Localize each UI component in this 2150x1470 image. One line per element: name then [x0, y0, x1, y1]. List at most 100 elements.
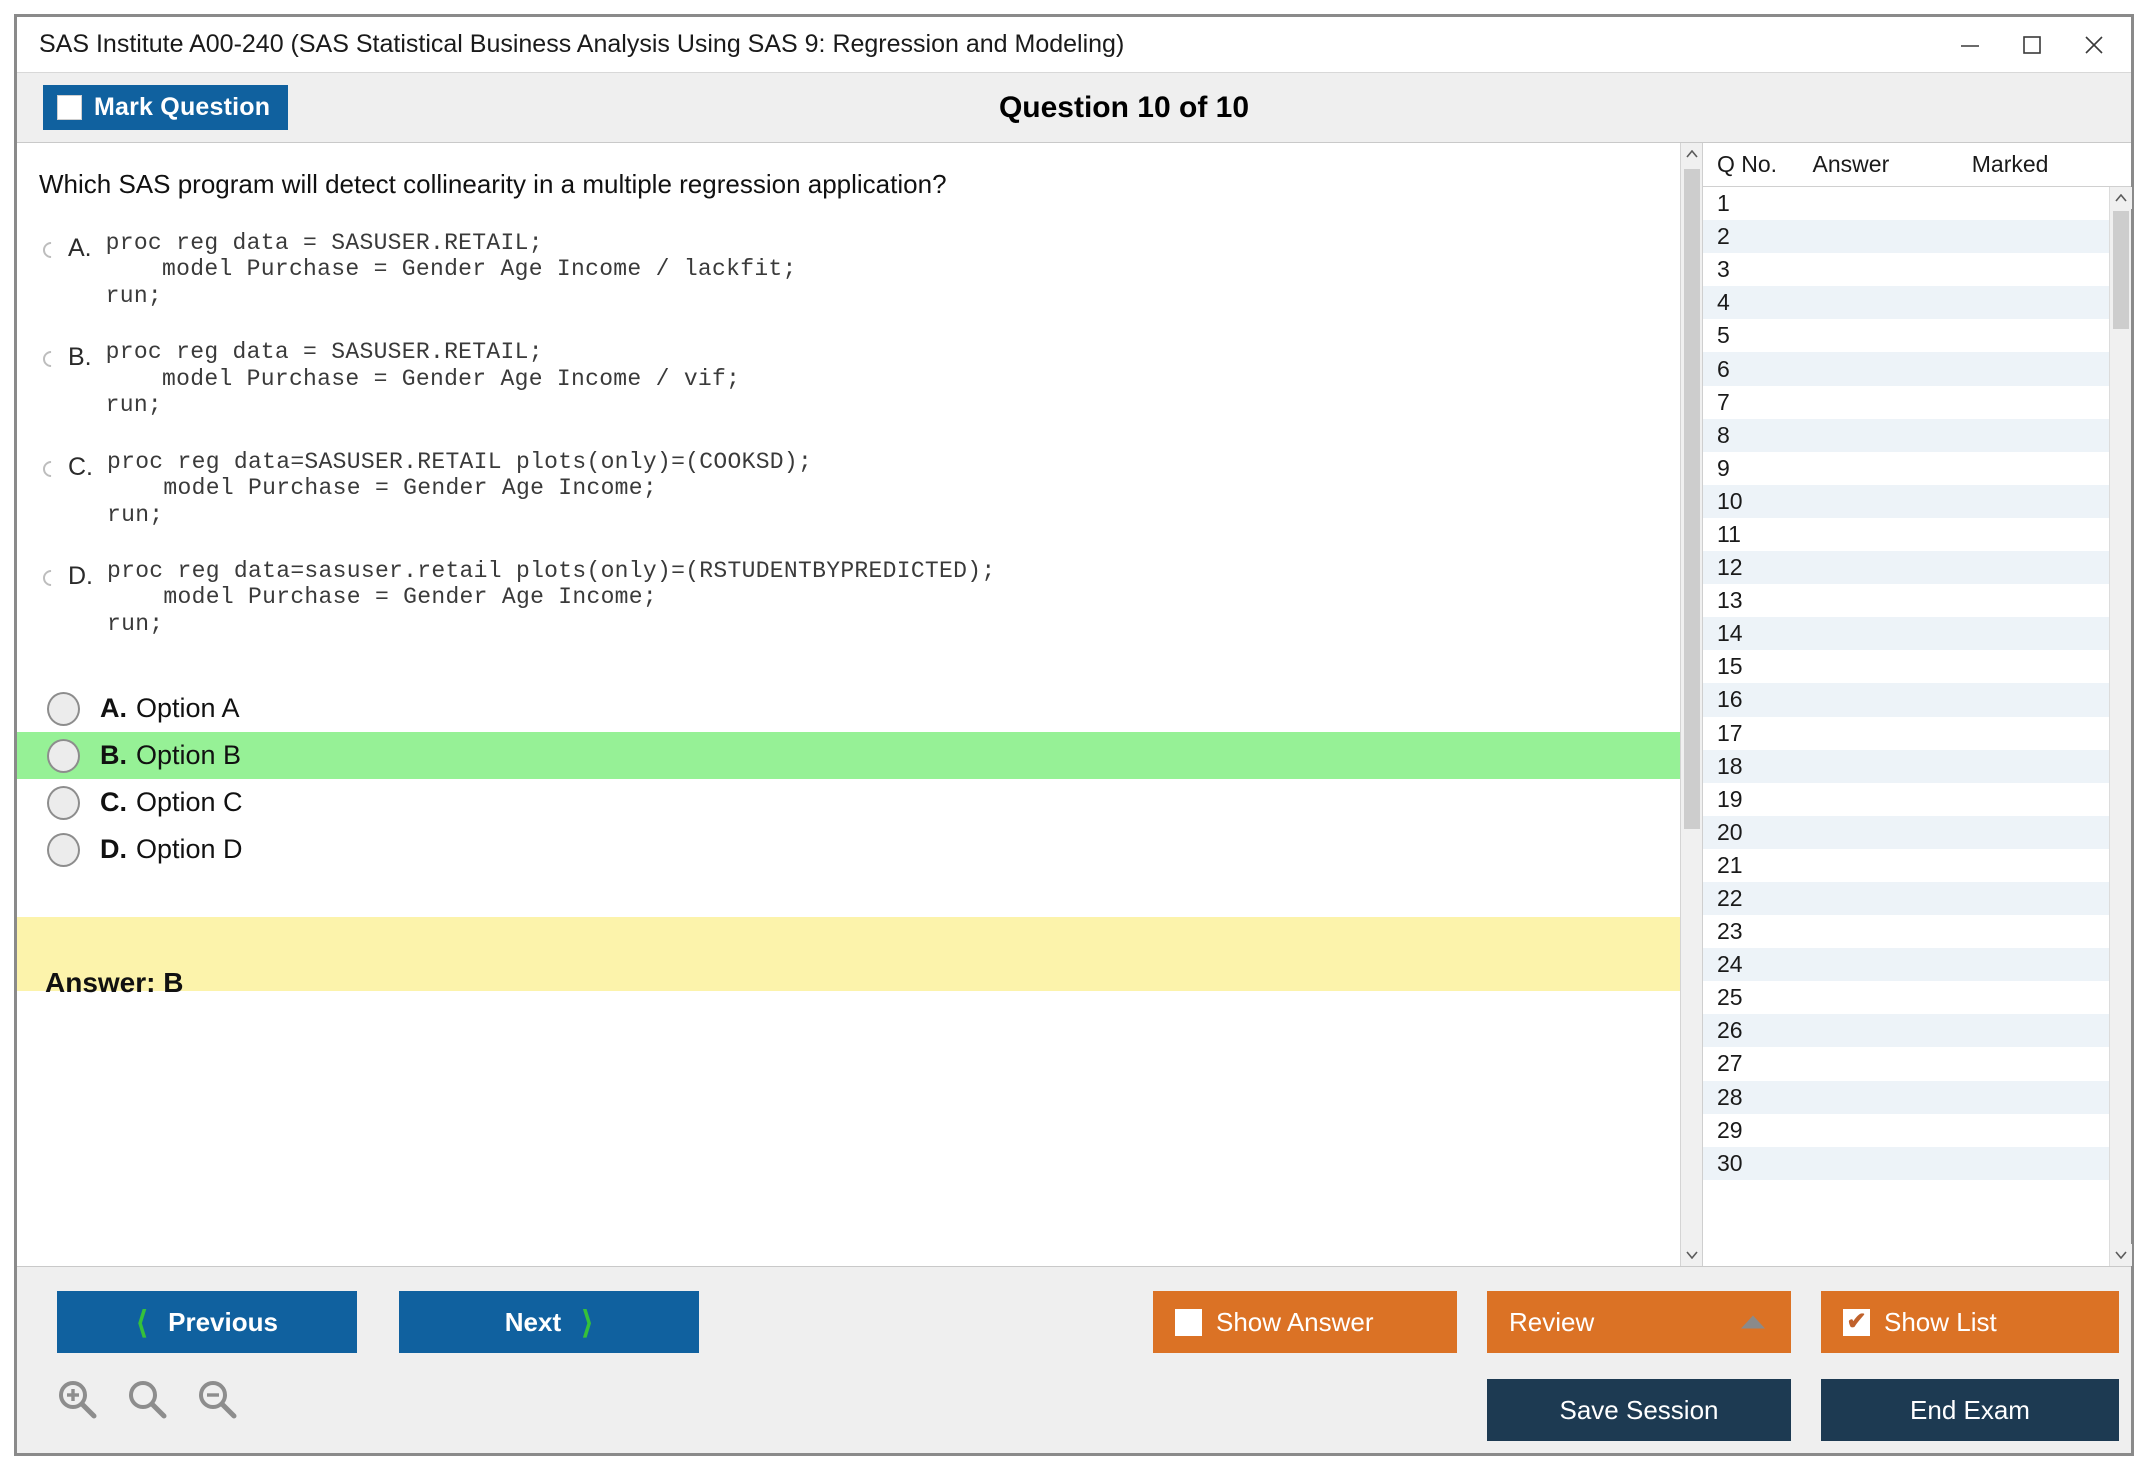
table-row[interactable]: 30 — [1703, 1146, 2109, 1180]
question-content: Which SAS program will detect collineari… — [17, 143, 1680, 1266]
list-scroll-down-icon[interactable] — [2109, 1244, 2132, 1266]
code-option-radio-icon[interactable] — [39, 566, 63, 590]
minimize-icon[interactable] — [1939, 18, 2001, 72]
code-option-radio-icon[interactable] — [39, 238, 63, 262]
maximize-icon[interactable] — [2001, 18, 2063, 72]
cell-qno: 11 — [1717, 520, 1741, 547]
answer-radio-icon[interactable] — [47, 785, 80, 820]
list-scroll-up-icon[interactable] — [2109, 187, 2132, 209]
table-row[interactable]: 2 — [1703, 220, 2109, 254]
cell-qno: 22 — [1717, 885, 1743, 912]
table-row[interactable]: 20 — [1703, 815, 2109, 849]
review-label: Review — [1509, 1306, 1595, 1337]
cell-qno: 17 — [1717, 719, 1743, 746]
table-row[interactable]: 10 — [1703, 484, 2109, 518]
question-scrollbar[interactable] — [1680, 143, 1702, 1266]
code-option-letter: D. — [68, 561, 93, 590]
question-counter: Question 10 of 10 — [998, 90, 1250, 124]
table-row[interactable]: 24 — [1703, 948, 2109, 982]
next-button[interactable]: Next ⟩ — [399, 1291, 699, 1353]
table-row[interactable]: 12 — [1703, 551, 2109, 585]
table-row[interactable]: 23 — [1703, 915, 2109, 949]
answer-radio-icon[interactable] — [47, 738, 80, 773]
cell-qno: 4 — [1717, 289, 1730, 316]
table-row[interactable]: 7 — [1703, 385, 2109, 419]
table-row[interactable]: 5 — [1703, 319, 2109, 353]
question-list-scrollbar[interactable] — [2109, 187, 2132, 1266]
answer-option-b[interactable]: B.Option B — [17, 732, 1680, 780]
answer-option-c[interactable]: C.Option C — [17, 779, 1680, 826]
cell-qno: 3 — [1717, 256, 1730, 283]
table-row[interactable]: 21 — [1703, 848, 2109, 882]
table-row[interactable]: 9 — [1703, 451, 2109, 485]
table-row[interactable]: 11 — [1703, 517, 2109, 552]
table-row[interactable]: 17 — [1703, 716, 2109, 750]
cell-qno: 26 — [1717, 1017, 1743, 1044]
table-row[interactable]: 1 — [1703, 187, 2109, 221]
table-row[interactable]: 22 — [1703, 881, 2109, 916]
code-option-d[interactable]: D. proc reg data=sasuser.retail plots(onl… — [39, 557, 1680, 637]
answer-option-a[interactable]: A. Option A — [17, 685, 1680, 732]
question-list-scrollbar-thumb[interactable] — [2112, 211, 2129, 329]
table-row[interactable]: 8 — [1703, 418, 2109, 452]
previous-button[interactable]: ⟨ Previous — [57, 1291, 357, 1353]
answer-text: Option A — [136, 693, 240, 724]
zoom-tools — [53, 1375, 241, 1423]
zoom-out-icon[interactable] — [193, 1375, 241, 1423]
show-list-checkbox-icon[interactable]: ✔ — [1843, 1308, 1870, 1336]
table-row[interactable]: 29 — [1703, 1113, 2109, 1147]
column-header-marked: Marked — [1971, 151, 2049, 177]
code-option-letter: B. — [68, 343, 92, 372]
scroll-up-icon[interactable] — [1680, 143, 1702, 165]
table-row[interactable]: 27 — [1703, 1047, 2109, 1081]
cell-qno: 24 — [1717, 951, 1743, 978]
cell-qno: 30 — [1717, 1149, 1743, 1176]
code-option-b[interactable]: B.proc reg data = SASUSER.RETAIL; model … — [39, 339, 1680, 418]
window-title: SAS Institute A00-240 (SAS Statistical B… — [39, 30, 1125, 58]
save-session-button[interactable]: Save Session — [1487, 1379, 1791, 1441]
table-row[interactable]: 13 — [1703, 584, 2109, 618]
answer-radio-icon[interactable] — [47, 832, 80, 867]
cell-qno: 1 — [1717, 190, 1730, 217]
cell-qno: 29 — [1717, 1116, 1743, 1143]
table-row[interactable]: 4 — [1703, 286, 2109, 320]
table-row[interactable]: 15 — [1703, 650, 2109, 684]
code-option-text: proc reg data=sasuser.retail plots(only)… — [107, 557, 996, 637]
code-option-a[interactable]: A.proc reg data = SASUSER.RETAIL; model … — [39, 230, 1680, 309]
show-list-button[interactable]: ✔ Show List — [1821, 1291, 2119, 1353]
zoom-reset-icon[interactable] — [123, 1375, 171, 1423]
next-label: Next — [504, 1306, 562, 1337]
exam-body: Which SAS program will detect collineari… — [17, 143, 2132, 1267]
review-dropdown-button[interactable]: Review — [1487, 1291, 1791, 1353]
close-icon[interactable] — [2063, 18, 2125, 72]
zoom-in-icon[interactable] — [53, 1375, 101, 1423]
cell-qno: 23 — [1717, 918, 1743, 945]
cell-qno: 5 — [1717, 322, 1730, 349]
table-row[interactable]: 16 — [1703, 683, 2109, 717]
mark-question-button[interactable]: Mark Question — [43, 85, 289, 130]
show-answer-button[interactable]: Show Answer — [1153, 1291, 1457, 1353]
table-row[interactable]: 26 — [1703, 1014, 2109, 1048]
mark-question-checkbox-icon[interactable] — [57, 95, 82, 120]
table-row[interactable]: 19 — [1703, 782, 2109, 816]
table-row[interactable]: 14 — [1703, 617, 2109, 651]
table-row[interactable]: 28 — [1703, 1080, 2109, 1114]
code-option-radio-icon[interactable] — [39, 457, 63, 480]
footer-toolbar: ⟨ Previous Next ⟩ Show Answer Review ✔ S… — [17, 1267, 2131, 1453]
end-exam-button[interactable]: End Exam — [1821, 1379, 2119, 1441]
show-answer-checkbox-icon[interactable] — [1175, 1308, 1202, 1336]
table-row[interactable]: 25 — [1703, 981, 2109, 1015]
table-row[interactable]: 3 — [1703, 253, 2109, 287]
answer-radio-icon[interactable] — [47, 691, 80, 726]
code-option-radio-icon[interactable] — [39, 347, 63, 371]
scroll-down-icon[interactable] — [1680, 1244, 1702, 1266]
table-row[interactable]: 18 — [1703, 749, 2109, 783]
answer-option-d[interactable]: D.Option D — [17, 826, 1680, 873]
code-option-c[interactable]: C.proc reg data=SASUSER.RETAIL plots(onl… — [39, 449, 1680, 528]
answer-letter: A. — [100, 693, 127, 724]
table-row[interactable]: 6 — [1703, 352, 2109, 386]
question-scrollbar-thumb[interactable] — [1683, 169, 1700, 829]
